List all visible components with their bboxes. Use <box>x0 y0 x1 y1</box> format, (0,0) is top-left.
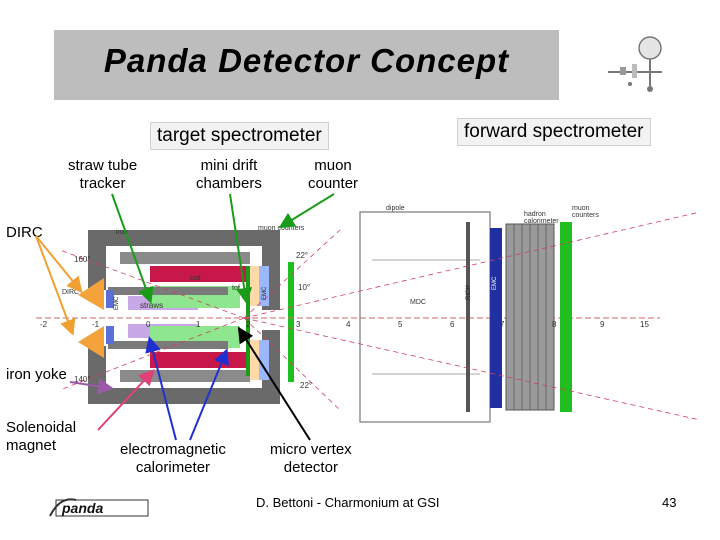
iron-text: iron <box>116 229 128 236</box>
muon-counters-right-text: muon <box>572 205 590 212</box>
footer-author: D. Bettoni - Charmonium at GSI <box>256 495 440 510</box>
axis-tick: -2 <box>40 320 48 329</box>
svg-text:calorimeter: calorimeter <box>524 218 559 225</box>
coil-text: coil <box>190 275 201 282</box>
axis-tick: -1 <box>92 320 100 329</box>
angle-tick: 140° <box>74 375 91 384</box>
dirc-label: DIRC <box>6 224 43 241</box>
target-spectrometer-header: target spectrometer <box>150 122 329 150</box>
axis-tick: 2 <box>246 320 251 329</box>
hadron-calorimeter-text: hadron <box>524 211 546 218</box>
slide-title: Panda Detector Concept <box>103 42 510 79</box>
straws-text: straws <box>140 301 163 310</box>
svg-text:EMC: EMC <box>262 286 268 300</box>
rich-text: RICH <box>466 285 472 300</box>
angle-tick: 160° <box>74 255 91 264</box>
panda-logo: panda <box>46 494 158 522</box>
svg-text:counters: counters <box>572 212 599 219</box>
axis-tick: 5 <box>398 320 403 329</box>
dipole-text: dipole <box>386 205 405 212</box>
angle-tick: 22° <box>296 251 308 260</box>
tof-text: tof <box>232 285 240 292</box>
dirc-small-text: DIRC <box>62 289 79 296</box>
axis-tick: 7 <box>500 320 505 329</box>
mdc-text: MDC <box>410 299 426 306</box>
forward-rich <box>466 222 470 412</box>
axis-tick: 4 <box>346 320 351 329</box>
axis-tick: 0 <box>146 320 151 329</box>
page-number: 43 <box>662 495 677 510</box>
axis-tick: 6 <box>450 320 455 329</box>
forward-emc <box>490 228 502 408</box>
axis-tick: 9 <box>600 320 605 329</box>
logo-text: panda <box>61 500 103 516</box>
angle-tick: 22° <box>300 381 312 390</box>
title-banner <box>54 30 559 100</box>
axis-tick: 1 <box>196 320 201 329</box>
dipole-magnet <box>359 211 491 423</box>
forward-spectrometer-header: forward spectrometer <box>457 118 651 146</box>
muon-counters-text: muon counters <box>258 225 305 232</box>
axis-tick: 8 <box>552 320 557 329</box>
iron-yoke-label: iron yoke <box>6 366 67 383</box>
svg-text:EMC: EMC <box>492 276 498 290</box>
angle-tick: 10° <box>298 283 310 292</box>
emc-text: EMC <box>114 296 120 310</box>
axis-tick: 15 <box>640 320 649 329</box>
axis-tick: 3 <box>296 320 301 329</box>
solenoid-coil <box>150 266 248 282</box>
panda-mascot-icon <box>600 34 670 94</box>
